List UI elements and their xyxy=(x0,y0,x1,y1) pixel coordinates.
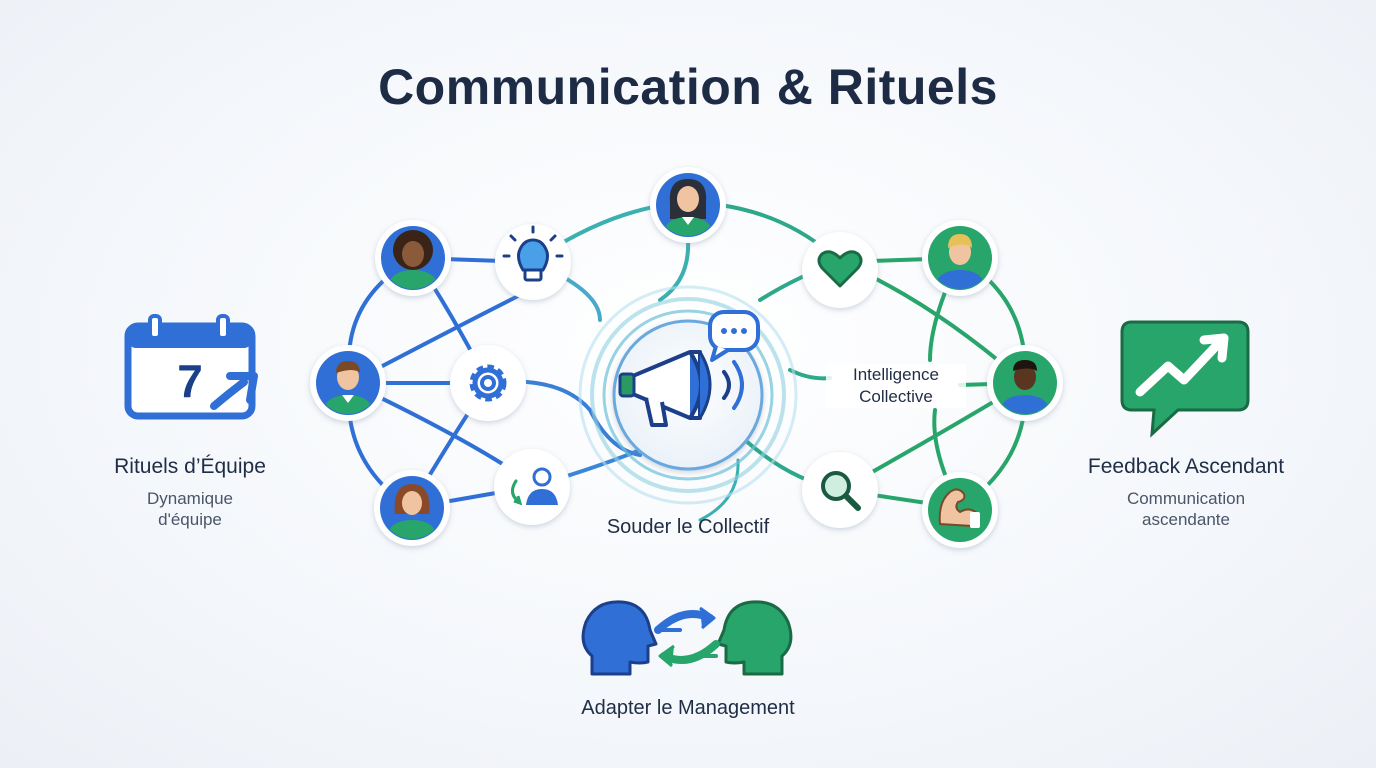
heart-node xyxy=(802,232,878,308)
gear-node xyxy=(450,345,526,421)
flexed-arm-icon xyxy=(938,488,981,528)
person-man-icon xyxy=(322,361,374,414)
head-right-icon xyxy=(716,600,793,676)
lightbulb-node xyxy=(495,224,571,300)
avatar-right-middle xyxy=(987,345,1063,421)
team-sync-icon xyxy=(511,467,558,506)
avatar-left-bottom xyxy=(374,470,450,546)
avatar-left-top xyxy=(375,220,451,296)
person-woman-icon xyxy=(386,484,438,539)
left-block-title: Rituels d’Équipe xyxy=(114,455,266,478)
avatar-left-middle xyxy=(310,345,386,421)
head-left-icon xyxy=(581,600,658,676)
growth-chat-icon xyxy=(1120,320,1250,438)
page-title: Communication & Rituels xyxy=(378,59,998,115)
left-block-subtitle-line2: d'équipe xyxy=(158,510,222,529)
intelligence-label-line1: Intelligence xyxy=(826,364,966,386)
center-hub xyxy=(578,285,798,505)
right-block-subtitle-line2: ascendante xyxy=(1142,510,1230,529)
calendar-number: 7 xyxy=(177,355,203,407)
exchange-arrows-icon xyxy=(654,606,720,668)
person-woman-curly-icon xyxy=(387,230,439,289)
gear-icon xyxy=(469,364,507,402)
heart-icon xyxy=(817,250,863,288)
team-sync-node xyxy=(494,449,570,525)
avatar-top xyxy=(650,167,726,243)
person-man-blond-icon xyxy=(934,234,986,289)
magnifier-node xyxy=(802,452,878,528)
intelligence-label-line2: Collective xyxy=(826,386,966,408)
lightbulb-icon xyxy=(502,225,564,282)
person-woman-icon xyxy=(662,179,714,236)
bottom-label: Adapter le Management xyxy=(581,697,795,719)
right-block-subtitle-line1: Communication xyxy=(1126,489,1246,508)
center-label: Souder le Collectif xyxy=(606,516,770,538)
heads-exchange-icon xyxy=(581,600,793,676)
chat-bubble-icon xyxy=(708,310,760,362)
magnifier-icon xyxy=(821,471,861,511)
strength-node xyxy=(922,472,998,548)
megaphone-icon xyxy=(618,350,744,427)
calendar-icon xyxy=(124,314,258,420)
avatar-right-top xyxy=(922,220,998,296)
right-block-title: Feedback Ascendant xyxy=(1087,455,1285,478)
person-man-dark-icon xyxy=(999,360,1051,414)
left-block-subtitle-line1: Dynamique xyxy=(147,489,233,508)
